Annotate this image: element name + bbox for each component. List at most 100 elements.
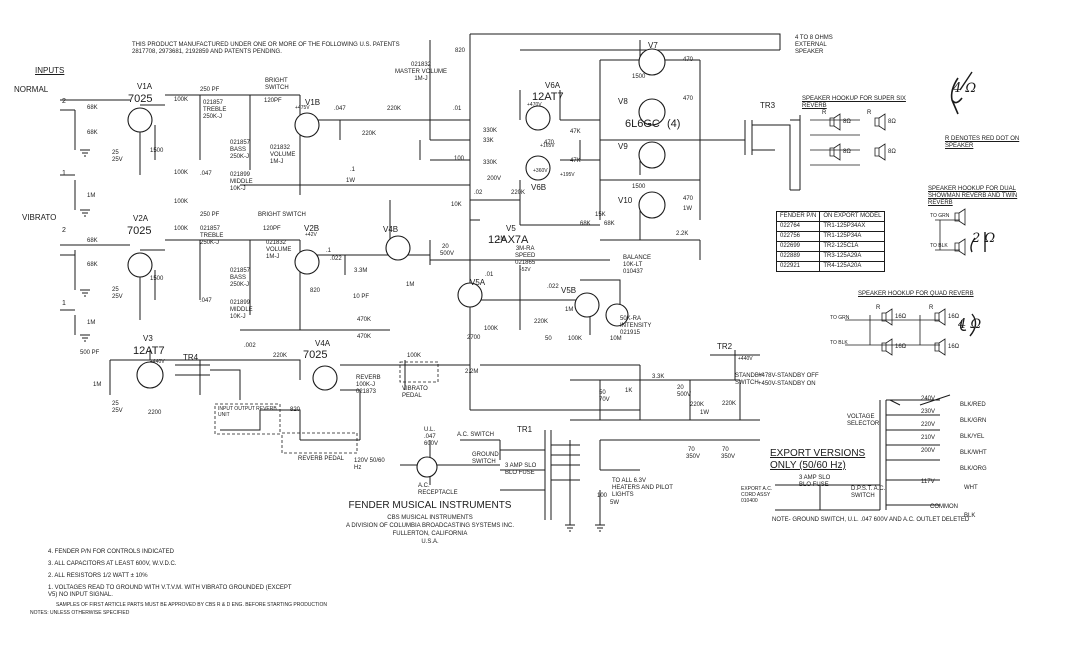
- power-tube-type: 6L6GC: [625, 118, 660, 130]
- capacitor-value: 25V: [112, 408, 123, 414]
- resistor-value: 220K: [511, 190, 526, 196]
- voltage-tap-label: 200V: [921, 448, 936, 454]
- reverb-pedal-label[interactable]: REVERB PEDAL: [298, 456, 345, 462]
- note-2: 2. ALL RESISTORS 1/2 WATT ± 10%: [48, 573, 148, 579]
- tr3-label: TR3: [760, 101, 776, 110]
- table-cell: TR4-125A20A: [819, 261, 886, 272]
- capacitor-value: 25: [112, 401, 119, 407]
- speaker-icon: [934, 338, 946, 356]
- resistor-value: 220K: [362, 131, 377, 137]
- input-jack-2-label[interactable]: 2: [62, 98, 66, 105]
- handwritten-mark: [959, 313, 977, 337]
- vibrato-pedal-label[interactable]: VIBRATO PEDAL: [402, 386, 428, 399]
- speaker-icon: [874, 113, 886, 131]
- production-note: SAMPLES OF FIRST ARTICLE PARTS MUST BE A…: [56, 602, 327, 608]
- company-name: FENDER MUSICAL INSTRUMENTS: [348, 500, 512, 511]
- voltage-reading: +440V: [738, 356, 753, 362]
- resistor-value: 68K: [580, 221, 591, 227]
- red-dot-marker: R: [929, 305, 934, 311]
- resistor-value: 15K: [595, 212, 606, 218]
- resistor-value: 5W: [610, 500, 619, 506]
- tube-v2b-label: V2B: [304, 224, 320, 233]
- capacitor-value: 120PF: [263, 226, 281, 232]
- tube-v4a-label: V4A: [315, 339, 331, 348]
- tube-v5a-label: V5A: [470, 278, 486, 287]
- tube-v3-icon: [136, 361, 164, 389]
- wire-label: TO BLK: [830, 340, 848, 346]
- tr2-label: TR2: [717, 342, 733, 351]
- tube-v4a-type: 7025: [303, 349, 328, 361]
- table-cell: TR2-125C1A: [819, 241, 886, 252]
- tr4-label: TR4: [183, 353, 199, 362]
- resistor-value: 220K: [690, 402, 705, 408]
- wire-label: TO GRN: [930, 213, 950, 219]
- resistor-value: 2.2K: [676, 231, 689, 237]
- input-jack-1-label[interactable]: 1: [62, 170, 66, 177]
- tube-v1a-type: 7025: [128, 93, 153, 105]
- speaker-icon: [881, 338, 893, 356]
- wire-color-label: COMMON: [930, 504, 958, 510]
- resistor-value: 470: [683, 196, 694, 202]
- standby-switch[interactable]: STANDBY SWITCH: [735, 373, 763, 386]
- resistor-value: 100K: [174, 170, 189, 176]
- resistor-value: 100K: [174, 226, 189, 232]
- bright-switch-1[interactable]: BRIGHT SWITCH: [265, 78, 289, 91]
- red-dot-marker: R: [822, 110, 827, 116]
- voltage-reading: +440V: [150, 359, 165, 365]
- tube-v10-label: V10: [618, 196, 633, 205]
- bright-switch-2[interactable]: BRIGHT SWITCH: [258, 212, 306, 218]
- handwritten-arrow: [959, 71, 973, 91]
- resistor-value: 220K: [273, 353, 288, 359]
- tube-v3-label: V3: [143, 334, 153, 343]
- capacitor-value: 350V: [721, 454, 736, 460]
- speaker-icon: [874, 143, 886, 161]
- resistor-value: 330K: [483, 128, 498, 134]
- capacitor-value: 50: [545, 336, 552, 342]
- speaker-hookup-super-six-title: SPEAKER HOOKUP FOR SUPER SIX REVERB: [802, 96, 906, 109]
- tube-v4b-label: V4B: [383, 225, 399, 234]
- capacitor-value: .02: [474, 190, 483, 196]
- input-vibrato-label: VIBRATO: [22, 213, 57, 222]
- voltage-selector-label[interactable]: VOLTAGE SELECTOR: [847, 414, 880, 427]
- resistor-value: 470: [544, 140, 555, 146]
- resistor-value: 470: [683, 57, 694, 63]
- resistor-value: 100: [597, 493, 608, 499]
- input-jack-1-label[interactable]: 1: [62, 300, 66, 307]
- ac-receptacle-icon: [416, 456, 438, 478]
- resistor-value: 330K: [483, 160, 498, 166]
- resistor-value: 68K: [604, 221, 615, 227]
- speaker-icon: [934, 308, 946, 326]
- ac-switch-label[interactable]: A.C. SWITCH: [457, 432, 494, 438]
- dpst-switch-label[interactable]: D.P.S.T. A.C. SWITCH: [851, 486, 886, 499]
- ground-switch-label[interactable]: GROUND SWITCH: [472, 452, 499, 465]
- ac-receptacle-label[interactable]: A.C. RECEPTACLE: [418, 483, 458, 496]
- speaker-hookup-quad-title: SPEAKER HOOKUP FOR QUAD REVERB: [858, 291, 974, 297]
- resistor-value: 68K: [87, 130, 98, 136]
- speaker-icon: [954, 208, 966, 226]
- resistor-value: 100K: [484, 326, 499, 332]
- capacitor-value: 120PF: [264, 98, 282, 104]
- input-jack-2-label[interactable]: 2: [62, 227, 66, 234]
- notes-header: NOTES: UNLESS OTHERWISE SPECIFIED: [30, 610, 130, 616]
- power-tube-count: (4): [667, 118, 681, 130]
- table-cell: 022921: [775, 261, 821, 272]
- wire-color-label: BLK: [964, 513, 976, 519]
- tube-v10-icon: [638, 191, 666, 219]
- tr1-label: TR1: [517, 425, 533, 434]
- red-dot-marker: R: [867, 110, 872, 116]
